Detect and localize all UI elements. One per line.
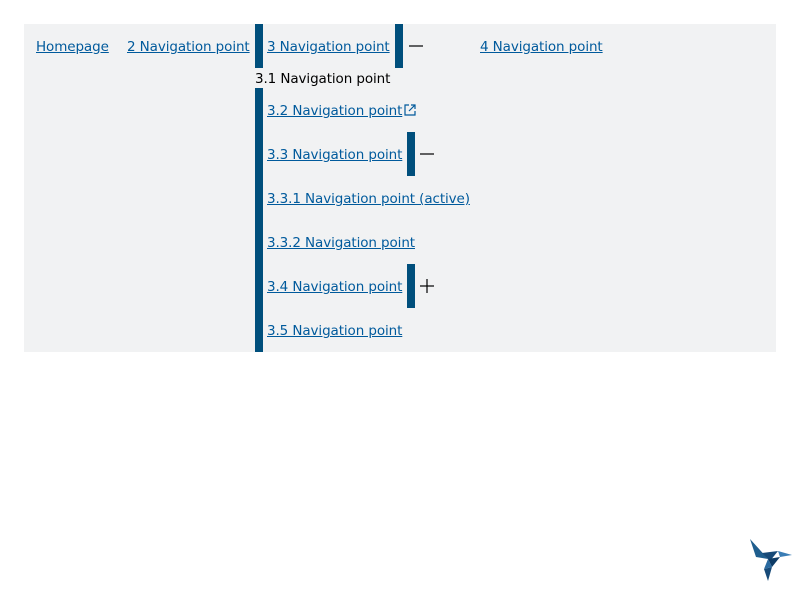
- subnav-item-3-4-expand-toggle[interactable]: [417, 276, 437, 296]
- minus-icon: [409, 45, 423, 47]
- subnav-item-3-4[interactable]: 3.4 Navigation point: [267, 279, 403, 295]
- subnav-item-3-3[interactable]: 3.3 Navigation point: [267, 147, 403, 163]
- active-indicator-bar: [255, 24, 263, 68]
- minus-icon: [420, 153, 434, 155]
- toggle-divider-bar: [395, 24, 403, 68]
- subnav-item-3-3-2[interactable]: 3.3.2 Navigation point: [267, 235, 415, 251]
- subnav-item-label: 3.2 Navigation point: [267, 103, 403, 119]
- nav-item-3-collapse-toggle[interactable]: [406, 36, 426, 56]
- nav-item-4[interactable]: 4 Navigation point: [480, 39, 603, 55]
- nav-item-3[interactable]: 3 Navigation point: [267, 39, 390, 55]
- nav-item-homepage[interactable]: Homepage: [36, 39, 109, 55]
- plus-icon: [420, 279, 434, 293]
- subnav-item-3-3-collapse-toggle[interactable]: [417, 144, 437, 164]
- hummingbird-logo: [750, 539, 792, 581]
- subnav-item-3-5[interactable]: 3.5 Navigation point: [267, 323, 403, 339]
- subnav-item-3-3-1-active[interactable]: 3.3.1 Navigation point (active): [267, 191, 470, 207]
- toggle-divider-bar: [407, 264, 415, 308]
- nav-item-2[interactable]: 2 Navigation point: [127, 39, 250, 55]
- subnav-item-3-2[interactable]: 3.2 Navigation point: [267, 102, 417, 120]
- external-link-icon: [404, 104, 416, 116]
- toggle-divider-bar: [407, 132, 415, 176]
- subnav-heading: 3.1 Navigation point: [255, 71, 391, 87]
- subnav-accent-bar: [255, 88, 263, 352]
- navigation-panel: Homepage 2 Navigation point 3 Navigation…: [24, 24, 776, 352]
